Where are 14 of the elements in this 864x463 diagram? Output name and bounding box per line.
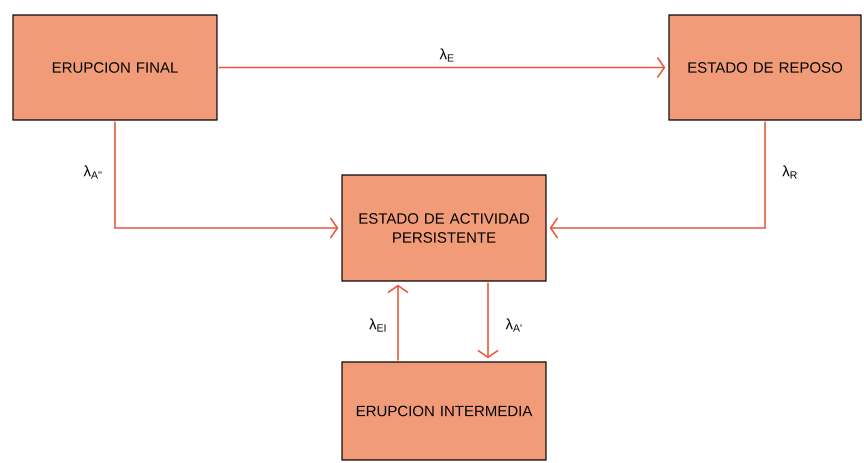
arrow <box>218 57 666 78</box>
state-box: ERUPCION FINAL <box>12 14 218 121</box>
edge-label: λ$_{E}$ <box>438 47 456 63</box>
edge-label: λ$_{A''}$ <box>82 164 104 180</box>
arrow <box>550 122 766 238</box>
state-box: ESTADO DE ACTIVIDAD PERSISTENTE <box>341 174 547 282</box>
arrow <box>478 282 498 358</box>
edge-label: λ$_{EI}$ <box>368 317 388 333</box>
state-box: ESTADO DE REPOSO <box>668 14 862 121</box>
arrow <box>388 284 408 360</box>
edge-label: λ$_{R}$ <box>781 164 799 180</box>
state-box: ERUPCION INTERMEDIA <box>341 361 547 461</box>
edge-label: λ$_{A'}$ <box>504 317 524 333</box>
arrow <box>114 122 338 238</box>
